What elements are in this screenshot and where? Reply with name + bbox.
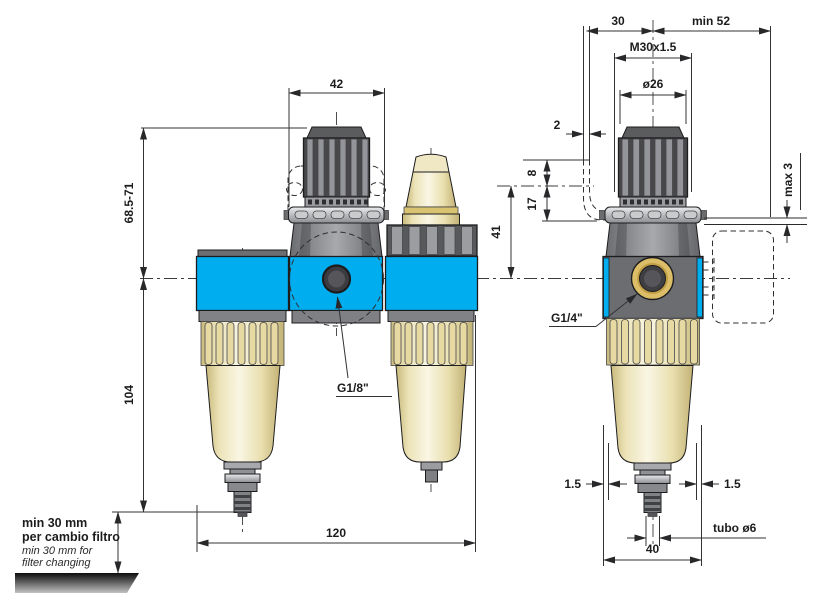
label-inline-port: G1/4" [551, 311, 583, 325]
filter-unit [195, 248, 290, 532]
dim-knob-diameter: ø26 [643, 77, 664, 91]
note-en-line2: filter changing [22, 557, 91, 569]
gauge-port-leader [335, 296, 349, 379]
lubricator-dome-cone [405, 171, 457, 208]
lock-ring-knurls [294, 210, 381, 219]
filter-ribs [204, 322, 279, 365]
lubricator-dome-flange [402, 213, 460, 226]
filter-base [198, 310, 287, 322]
front-view-dimensions: 42 68.5-71 104 min 30 mm per cambio filt… [15, 77, 476, 593]
dim-axis-to-bracket: 41 [489, 225, 503, 239]
dim-overall-width: 120 [326, 526, 346, 540]
lubricator-body-blue [384, 255, 479, 312]
lubricator-stub [425, 469, 438, 483]
dim-bracket-b: 17 [525, 197, 539, 211]
regulator-unit [283, 112, 389, 336]
lubricator-bowl [395, 365, 467, 463]
fitting-outline [712, 230, 774, 324]
diaphragm-housing-outline [289, 231, 384, 327]
side-knob-top-cap [621, 126, 685, 139]
dim-height-above-axis: 68.5-71 [122, 182, 136, 223]
bonnet-shade-right [361, 223, 373, 257]
filter-top-cap [197, 249, 288, 257]
lubricator-stub-flange [420, 461, 443, 471]
side-view-bottom-dimensions: 1.5 1.5 tubo ø6 40 [564, 425, 766, 566]
side-view-filter-regulator: 30 min 52 M30x1.5 ø26 2 8 17 41 [489, 14, 807, 566]
dim-knob-width: 42 [330, 77, 344, 91]
dim-panel-thickness: max 3 [781, 163, 795, 197]
side-ribs [609, 319, 698, 365]
ground-hatch [15, 573, 139, 593]
side-drain-valve [633, 462, 672, 517]
front-view-assembly: 42 68.5-71 104 min 30 mm per cambio filt… [15, 77, 479, 593]
side-regulator-head [599, 126, 707, 257]
side-bonnet-shade-right [678, 223, 690, 257]
lubricator-dome-cap [412, 153, 450, 173]
side-knob-ribs [621, 138, 684, 197]
side-body-blue-left [603, 257, 610, 318]
side-regulator-knob [617, 137, 689, 198]
note-en-line1: min 30 mm for [22, 545, 94, 557]
filter-bowl [205, 365, 281, 463]
knob-outline-ear-right [369, 182, 386, 196]
side-body-blue-right [696, 257, 703, 318]
dim-bowl-clearance-left: 1.5 [564, 477, 581, 491]
dim-bracket-thickness: 2 [554, 118, 561, 132]
gauge-port-hole-inner [328, 270, 345, 288]
dim-bowl-clearance-right: 1.5 [724, 477, 741, 491]
dim-height-below-axis: 104 [122, 385, 136, 405]
side-bowl-body [610, 365, 694, 464]
knob-ribs [306, 138, 369, 197]
note-it-line1: min 30 mm [22, 516, 87, 530]
side-body [602, 230, 774, 324]
filter-body-blue [195, 255, 290, 312]
label-gauge-port: G1/8" [337, 381, 369, 395]
dim-bonnet-thread: M30x1.5 [630, 40, 677, 54]
dim-drain-tube: tubo ø6 [713, 521, 757, 535]
dim-body-width: 40 [646, 542, 660, 556]
note-it-line2: per cambio filtro [22, 530, 120, 544]
inline-port-leader [595, 293, 638, 327]
side-knob-knurls [623, 199, 683, 205]
dim-offset-left: 30 [611, 14, 625, 28]
knob-knurls [308, 199, 368, 205]
knob-outline-ear-left [286, 182, 303, 196]
side-lock-ring-knurls [611, 210, 698, 219]
knob-top-cap [306, 126, 367, 139]
lubricator-dome-band [403, 206, 459, 215]
filter-drain-valve [223, 461, 262, 517]
bonnet-shade-left [299, 223, 311, 257]
lubricator-base [387, 310, 475, 322]
lubricator-ring-ribs [391, 226, 473, 255]
side-bonnet-shade-left [615, 223, 627, 257]
dim-clearance-right: min 52 [692, 14, 730, 28]
side-bowl [606, 318, 700, 517]
lubricator-unit [384, 148, 479, 492]
regulator-base [291, 310, 381, 324]
mounting-bracket-outline [583, 26, 608, 221]
dim-bracket-a: 8 [525, 169, 539, 176]
lubricator-ribs [393, 322, 468, 365]
inlet-port-hole-inner [644, 270, 661, 287]
